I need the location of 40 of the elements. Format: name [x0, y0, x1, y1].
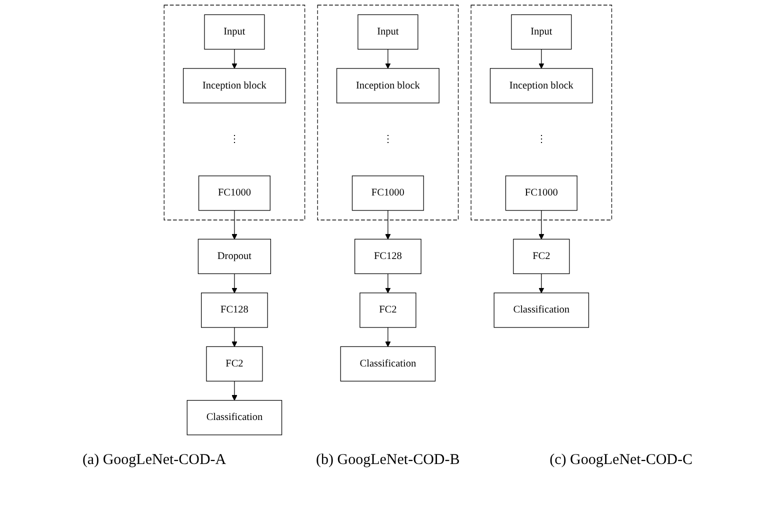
node-box: [354, 238, 421, 274]
node-box: [510, 14, 572, 50]
node-box: [512, 238, 570, 274]
network-diagram: Input Inception block ⋮ FC1000 Dropout FC128 FC2 Classification Input Inception block ⋮ FC1000 FC128 FC2 Classification Input Inception block ⋮ FC1000 FC2 Classification: [158, 0, 616, 440]
arrow: [231, 327, 237, 347]
subfigure-caption: (b) GoogLeNet-COD-B: [316, 452, 460, 469]
node-text: ⋮: [382, 134, 393, 145]
node-box: [186, 400, 282, 436]
node-box: [490, 68, 592, 104]
arrow: [538, 273, 544, 294]
node-text: ⋮: [228, 134, 240, 145]
arrow: [384, 48, 390, 69]
node-box: [197, 238, 271, 274]
node-box: [359, 292, 416, 328]
node-text: ⋮: [536, 134, 546, 145]
arrow: [384, 210, 390, 240]
cluster: [470, 4, 612, 220]
subfigure-caption: (c) GoogLeNet-COD-C: [550, 452, 693, 469]
node-box: [204, 14, 264, 50]
node-box: [198, 176, 270, 211]
arrow: [384, 273, 390, 294]
arrow: [231, 273, 237, 294]
node-box: [206, 346, 262, 382]
cluster: [163, 4, 305, 220]
cluster: [316, 4, 458, 220]
node-box: [182, 68, 286, 104]
node-box: [357, 14, 418, 50]
subfigure-caption: (a) GoogLeNet-COD-A: [82, 452, 226, 469]
node-box: [340, 346, 436, 382]
node-box: [200, 292, 268, 328]
node-box: [504, 176, 577, 211]
arrow: [231, 48, 237, 69]
node-box: [352, 176, 424, 211]
node-box: [336, 68, 439, 104]
node-box: [493, 292, 589, 328]
arrow: [538, 210, 544, 240]
arrow: [231, 210, 237, 240]
arrow: [538, 48, 544, 69]
arrow: [231, 380, 237, 401]
arrow: [384, 327, 390, 347]
